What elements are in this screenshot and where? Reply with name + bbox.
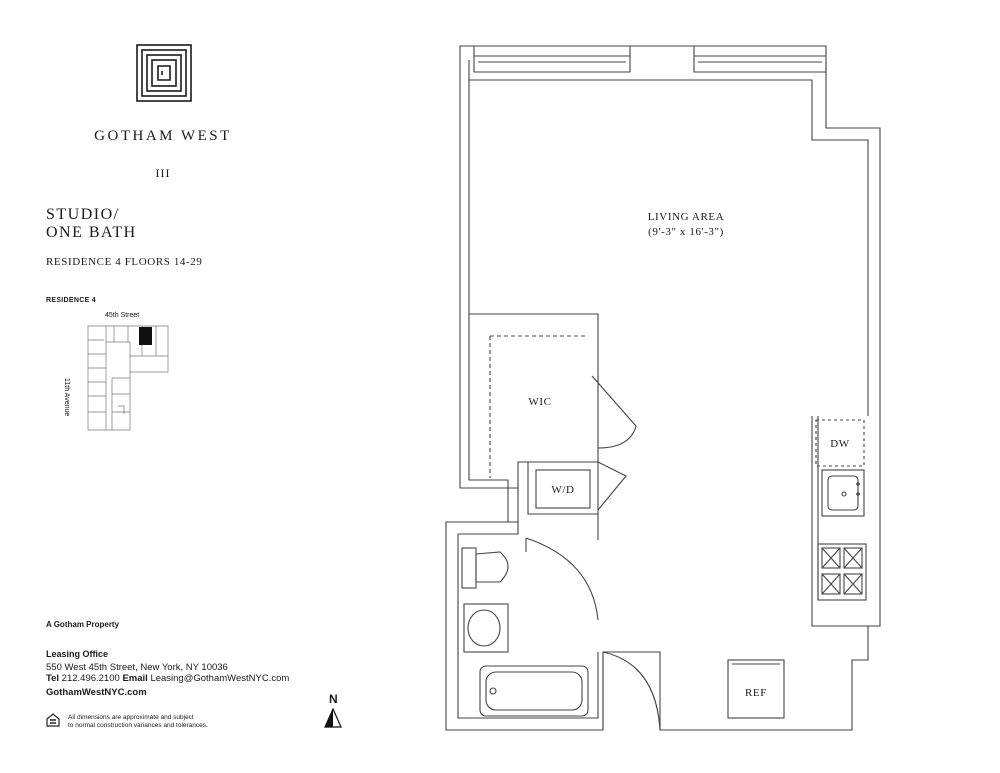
leasing-contact: Tel 212.496.2100 Email Leasing@GothamWes… <box>46 673 289 684</box>
unit-type-line-1: STUDIO/ <box>46 206 120 223</box>
email-value[interactable]: Leasing@GothamWestNYC.com <box>150 673 290 684</box>
north-arrow-icon <box>324 708 342 728</box>
living-area-label: LIVING AREA <box>648 211 725 223</box>
keyplan-unit-highlight <box>139 327 152 345</box>
equal-housing-icon <box>46 713 60 727</box>
gotham-logo-icon <box>136 44 192 102</box>
keyplan-street-label: 45th Street <box>105 312 140 319</box>
wic-label: WIC <box>528 396 551 408</box>
brand-name: GOTHAM WEST <box>94 128 232 144</box>
keyplan-title: RESIDENCE 4 <box>46 297 96 304</box>
email-label: Email <box>122 673 148 684</box>
disclaimer: All dimensions are approximate and subje… <box>68 714 208 730</box>
brand-numeral: III <box>155 166 171 180</box>
tel-label: Tel <box>46 673 60 684</box>
disclaimer-line-1: All dimensions are approximate and subje… <box>68 714 194 721</box>
wd-label: W/D <box>551 484 574 496</box>
ref-label: REF <box>745 687 767 699</box>
dw-label: DW <box>830 438 850 450</box>
leasing-address: 550 West 45th Street, New York, NY 10036 <box>46 662 228 673</box>
tel-value: 212.496.2100 <box>61 673 120 684</box>
living-area-dimensions: (9'-3" x 16'-3") <box>648 226 724 238</box>
key-plan-diagram <box>87 325 169 431</box>
disclaimer-line-2: to normal construction variances and tol… <box>68 722 208 729</box>
unit-type-line-2: ONE BATH <box>46 224 137 241</box>
unit-floors: RESIDENCE 4 FLOORS 14-29 <box>46 256 203 268</box>
leasing-title: Leasing Office <box>46 649 109 659</box>
website-link[interactable]: GothamWestNYC.com <box>46 687 147 698</box>
north-label: N <box>329 692 338 706</box>
property-tagline: A Gotham Property <box>46 620 120 629</box>
